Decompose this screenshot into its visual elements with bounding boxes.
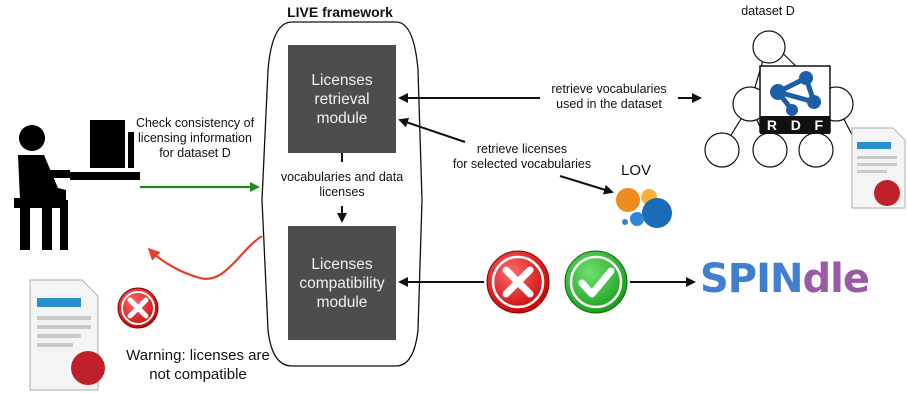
framework-title: LIVE framework: [287, 4, 393, 20]
rdf-letter-f: F: [814, 117, 824, 133]
warning-return-arrow: [147, 235, 263, 280]
user-at-computer-icon: [14, 120, 140, 250]
rdf-letter-d: D: [790, 117, 801, 133]
arrow-retrieve-licenses-out: [559, 175, 614, 195]
spindle-logo: SPINdle: [700, 256, 870, 302]
licenses-compatibility-module: Licenses compatibility module: [288, 226, 396, 340]
middle-label: vocabularies and data licenses: [280, 170, 404, 199]
licenses-retrieval-module: Licenses retrieval module: [288, 45, 396, 153]
rdf-letter-r: R: [766, 117, 777, 133]
license-document-icon: [851, 127, 906, 209]
lov-label: LOV: [621, 162, 652, 179]
spindle-part1: SPIN: [700, 256, 803, 302]
check-icon: [564, 250, 628, 314]
incompatible-x-icon: [486, 250, 550, 314]
spindle-part2: dle: [802, 256, 869, 302]
warning-text: Warning: licenses are not compatible: [126, 347, 270, 383]
rdf-logo-icon: [759, 65, 831, 134]
retrieve-vocabularies-label: retrieve vocabularies used in the datase…: [551, 82, 667, 111]
error-x-icon: [117, 287, 159, 329]
retrieve-licenses-label: retrieve licenses for selected vocabular…: [452, 142, 592, 171]
dataset-graph: [704, 30, 861, 168]
lov-logo-icon: [616, 188, 672, 228]
arrow-retrieve-licenses-in: [398, 117, 466, 143]
license-document-warning-icon: [29, 279, 105, 391]
check-consistency-label: Check consistency of licensing informati…: [135, 116, 255, 160]
rdf-letters: R D F: [760, 116, 830, 134]
dataset-label: dataset D: [741, 4, 795, 18]
